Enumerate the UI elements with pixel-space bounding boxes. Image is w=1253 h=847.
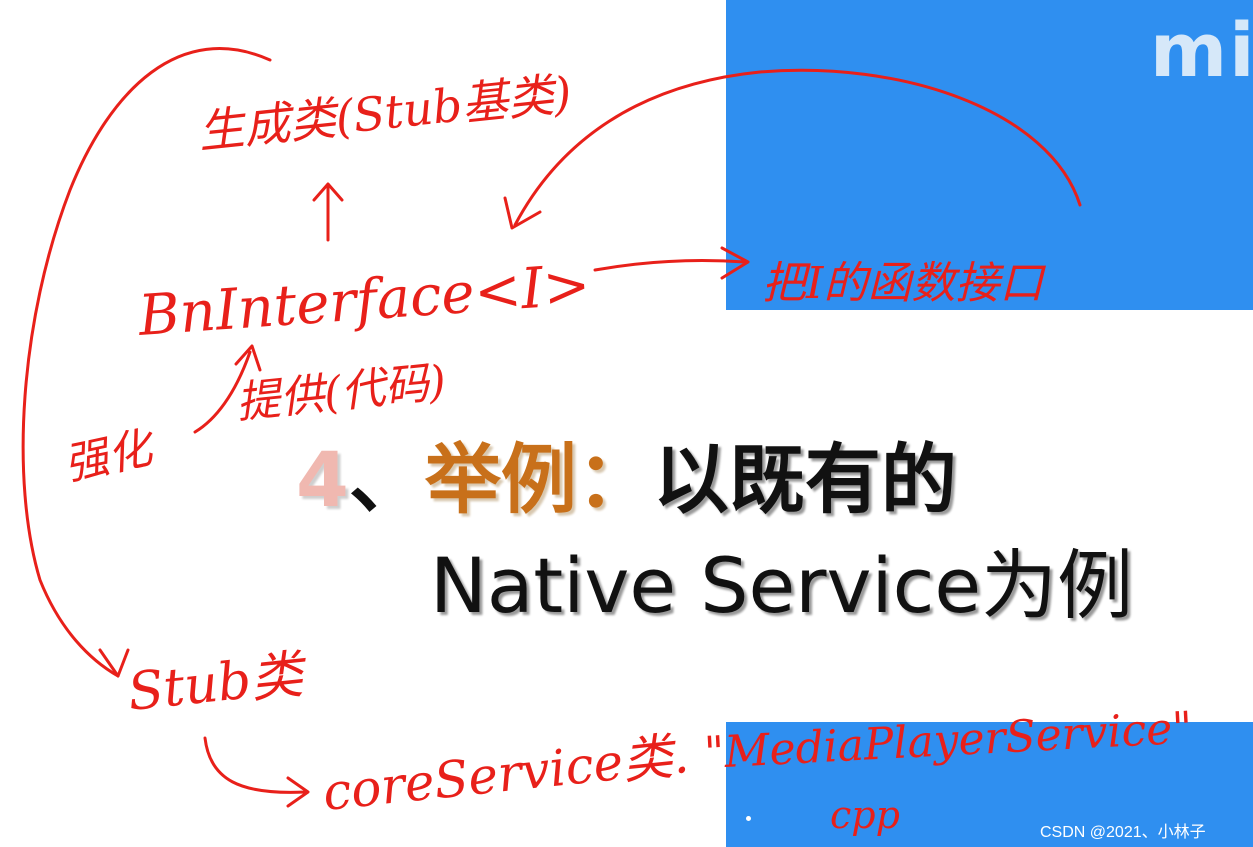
stub-label: Stub类 — [125, 644, 311, 723]
watermark-text: CSDN @2021、小林子 — [1040, 824, 1206, 841]
top-label: 生成类(Stub基类) — [196, 66, 575, 159]
cursor-dot — [746, 816, 751, 821]
title-separator: 、 — [348, 435, 425, 524]
cpp-label: cpp — [830, 793, 900, 837]
top-right-arc-head — [503, 196, 542, 230]
provide-arrow — [193, 344, 262, 434]
slide-title-line2: Native Service为例 — [430, 541, 1134, 630]
right-label: 把I的函数接口 — [762, 258, 1046, 309]
title-rest: 以既有的 — [652, 435, 957, 524]
provide-label: 提供(代码) — [234, 356, 449, 429]
title-keyword: 举例： — [424, 435, 653, 524]
stub-arrow — [203, 736, 310, 808]
blue-panel-top — [726, 0, 1253, 310]
blue-panel-bottom — [726, 722, 1253, 847]
media-service-label: "MediaPlayerService" — [703, 702, 1194, 779]
core-service-label: coreService类. — [320, 726, 691, 822]
top-right-arc — [513, 68, 1082, 227]
up-arrow — [312, 182, 344, 242]
left-label: 强化 — [60, 422, 162, 491]
logo-text: mi — [1150, 8, 1253, 94]
right-arrow — [593, 246, 750, 280]
slide-title-line1: 4、举例：以既有的 — [296, 432, 957, 528]
bn-interface-label: BnInterface<I> — [135, 253, 592, 349]
left-arc-arrowhead — [98, 648, 130, 678]
title-number: 4 — [296, 435, 349, 524]
left-arc-arrow — [21, 47, 272, 678]
